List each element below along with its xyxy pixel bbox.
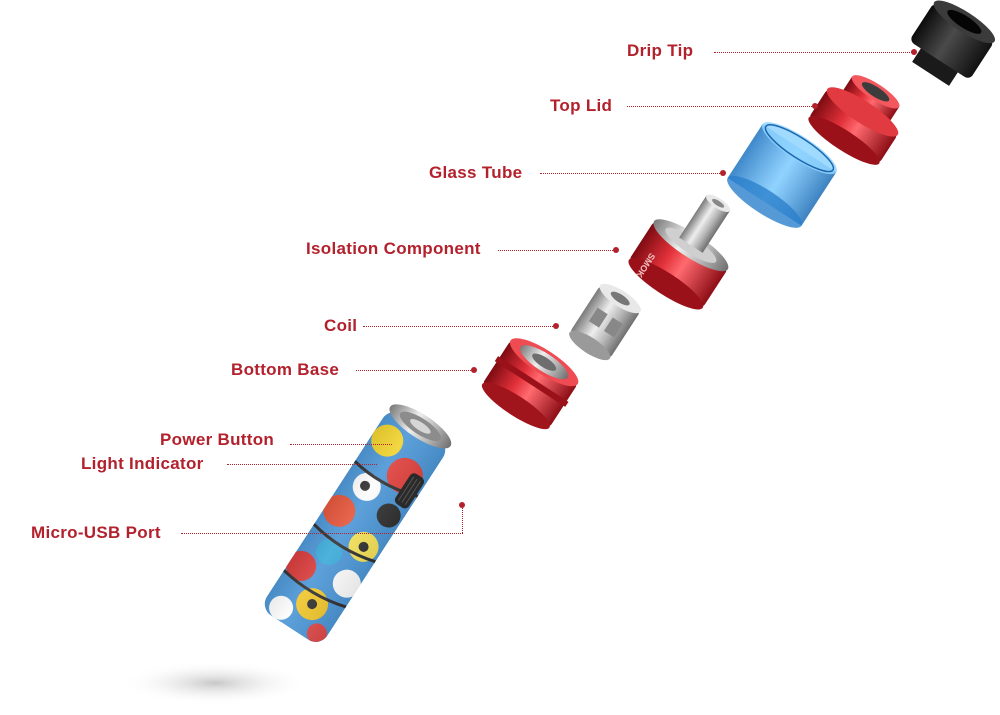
glass-tube-part	[727, 122, 837, 228]
label-top-lid: Top Lid	[550, 96, 613, 115]
label-power-button: Power Button	[160, 430, 275, 449]
battery-body	[259, 404, 452, 648]
label-bottom-base: Bottom Base	[231, 360, 340, 379]
device-shadow	[120, 661, 310, 705]
leader-top-lid	[627, 106, 814, 107]
top-lid-part	[808, 75, 900, 165]
leader-micro-usb-port-vertical	[462, 505, 463, 533]
anchor-dot-coil	[553, 323, 559, 329]
isolation-component-part: SMOK	[628, 194, 731, 310]
bottom-base-part	[481, 338, 579, 430]
drip-tip-part	[911, 0, 996, 86]
leader-drip-tip	[714, 52, 912, 53]
anchor-dot-bottom-base	[471, 367, 477, 373]
leader-light-indicator	[227, 464, 377, 465]
anchor-dot-drip-tip	[911, 49, 917, 55]
leader-bottom-base	[356, 370, 473, 371]
leader-glass-tube	[540, 173, 722, 174]
leader-coil	[363, 326, 555, 327]
label-isolation-component: Isolation Component	[306, 239, 481, 258]
anchor-dot-top-lid	[812, 103, 818, 109]
label-coil: Coil	[324, 316, 358, 335]
label-micro-usb-port: Micro-USB Port	[31, 523, 161, 542]
label-glass-tube: Glass Tube	[429, 163, 523, 182]
leader-micro-usb-port	[181, 533, 463, 534]
leader-isolation-component	[498, 250, 615, 251]
anchor-dot-glass-tube	[720, 170, 726, 176]
leader-power-button	[290, 444, 392, 445]
coil-part	[569, 283, 641, 361]
label-light-indicator: Light Indicator	[81, 454, 204, 473]
label-drip-tip: Drip Tip	[627, 41, 694, 60]
anchor-dot-isolation-component	[613, 247, 619, 253]
anchor-dot-micro-usb-port	[459, 502, 465, 508]
